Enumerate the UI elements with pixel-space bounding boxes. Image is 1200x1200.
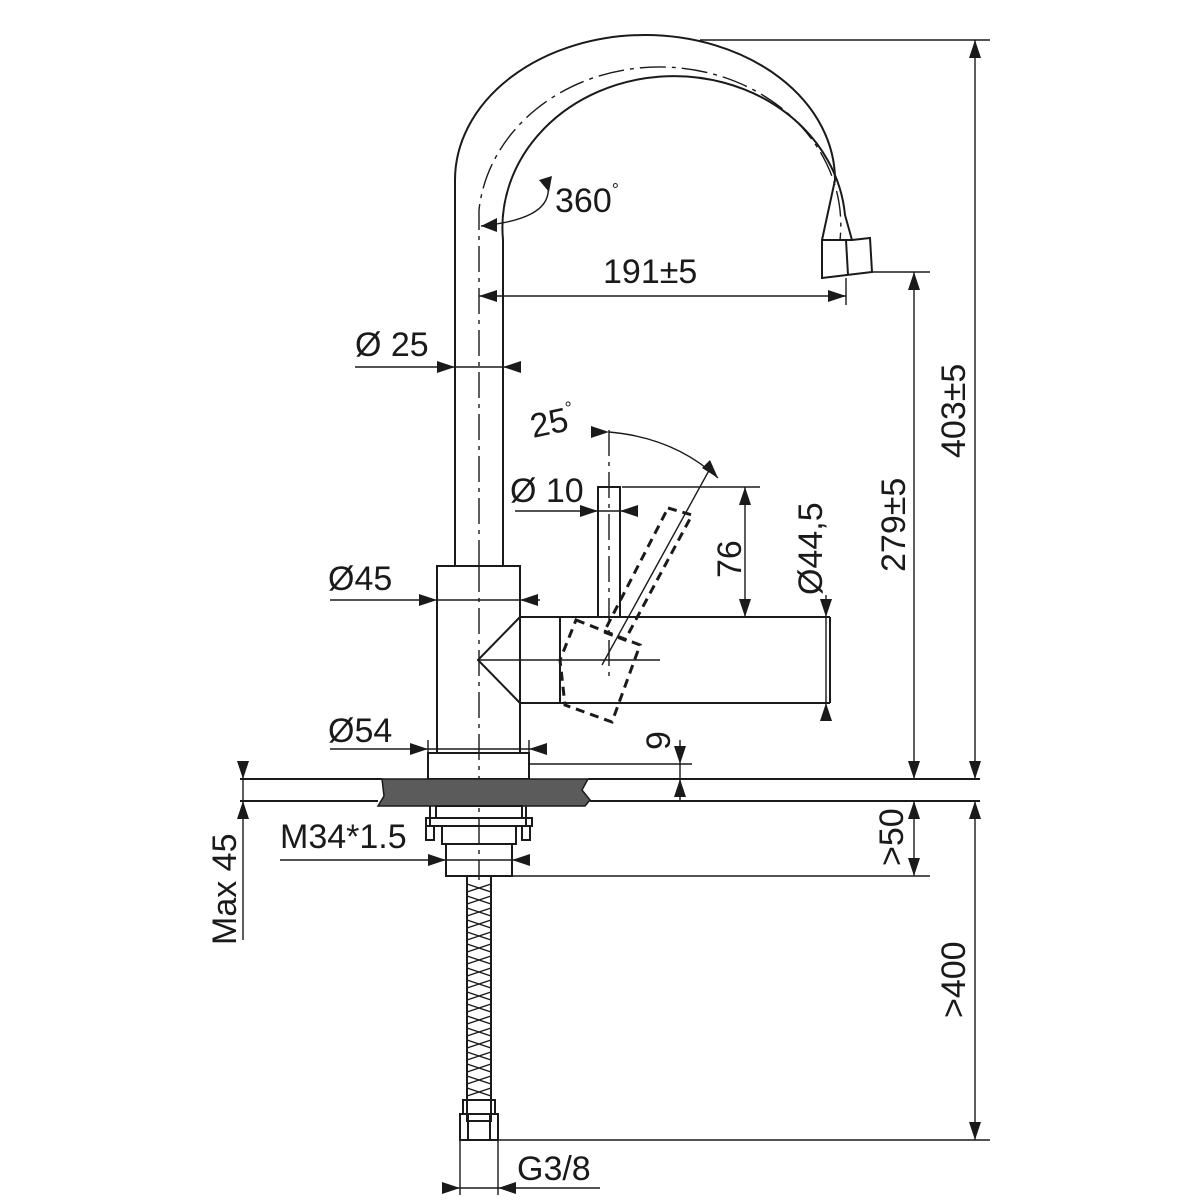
supply-hose (459, 875, 499, 1141)
rotation-label: 360° (555, 180, 619, 220)
hose-connection-label: G3/8 (517, 1150, 591, 1188)
dimension-labels: 360° 191±5 Ø 25 25° Ø 10 76 Ø44,5 279±5 … (206, 180, 973, 1188)
lever (558, 430, 713, 724)
faucet-body (427, 565, 831, 880)
base-diameter-label: Ø54 (328, 712, 392, 750)
lever-height-label: 76 (711, 540, 749, 578)
overall-height-label: 403±5 (935, 364, 973, 458)
lever-diameter-label: Ø 10 (510, 472, 584, 510)
min-hose-length-label: >400 (935, 941, 973, 1018)
spout (454, 34, 874, 566)
countertop (240, 778, 980, 807)
spout-diameter-label: Ø 25 (355, 326, 429, 364)
min-clearance-label: >50 (873, 808, 911, 866)
base-height-label: 9 (640, 731, 678, 750)
dimension-lines (237, 39, 990, 1195)
outlet-height-label: 279±5 (875, 478, 913, 572)
max-counter-thickness-label: Max 45 (206, 834, 244, 946)
body-diameter-label: Ø45 (328, 560, 392, 598)
thread-label: M34*1.5 (280, 818, 407, 856)
handle-body-diameter-label: Ø44,5 (792, 502, 830, 595)
spout-reach-label: 191±5 (603, 253, 697, 291)
lever-angle-label: 25° (526, 397, 578, 445)
